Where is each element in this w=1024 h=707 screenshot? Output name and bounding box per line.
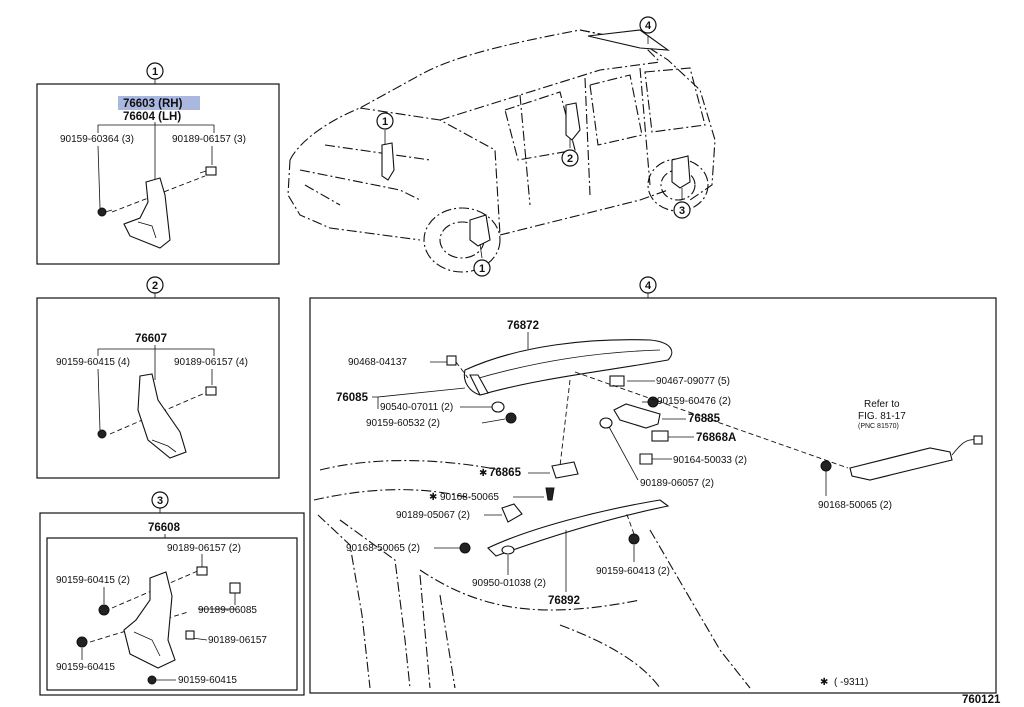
clip-icon: [205, 386, 217, 396]
car-spoiler: [587, 29, 670, 51]
footnote-range: ( -9311): [834, 677, 868, 688]
svg-text:3: 3: [157, 495, 163, 507]
stop-lamp: [849, 447, 953, 481]
refer-to-line1: Refer to: [864, 399, 900, 410]
part-90164-50033[interactable]: 90164-50033 (2): [673, 455, 747, 466]
part-90468-04137[interactable]: 90468-04137: [348, 357, 407, 368]
svg-text:2: 2: [152, 280, 158, 292]
clip-icon: [196, 566, 208, 576]
part-90189-06157-2[interactable]: 90189-06157 (2): [167, 543, 241, 554]
svg-text:4: 4: [645, 20, 652, 32]
part-90159-60415-bottom[interactable]: 90159-60415: [178, 675, 237, 686]
part-90159-60415[interactable]: 90159-60415 (4): [56, 357, 130, 368]
part-90189-05067[interactable]: 90189-05067 (2): [396, 510, 470, 521]
group-1-box: [36, 83, 280, 265]
part-76603[interactable]: 76603 (RH): [123, 98, 183, 110]
group-3-inner-box: [46, 537, 298, 691]
part-90467-09077[interactable]: 90467-09077 (5): [656, 376, 730, 387]
mudguard-3: [123, 571, 176, 669]
screw-icon: [505, 412, 517, 424]
screw-icon: [97, 207, 113, 217]
part-76865[interactable]: 76865: [489, 467, 522, 479]
group-2-header: 2: [146, 276, 164, 298]
group-3-header: 3: [151, 491, 169, 513]
mark-90168-50065: ✱: [429, 492, 437, 503]
part-90168-50065[interactable]: 90168-50065: [440, 492, 499, 503]
car-callout-1b: 1: [473, 259, 491, 277]
screw-icon: [647, 396, 659, 408]
bracket-76885: [613, 403, 661, 429]
clip-icon: [229, 582, 241, 605]
svg-text:1: 1: [152, 66, 158, 78]
part-90189-06157-lower[interactable]: 90189-06157: [208, 635, 267, 646]
part-90159-60415-left[interactable]: 90159-60415: [56, 662, 115, 673]
car-mudguard-rear-lh: [565, 102, 581, 141]
part-90159-60532[interactable]: 90159-60532 (2): [366, 418, 440, 429]
car-illustration: [287, 29, 716, 273]
svg-text:3: 3: [679, 205, 685, 217]
clip-icon: [199, 166, 217, 176]
group-2-box: [36, 297, 280, 479]
part-90159-60415-2[interactable]: 90159-60415 (2): [56, 575, 130, 586]
part-90540-07011[interactable]: 90540-07011 (2): [380, 402, 453, 413]
mark-76865: ✱: [479, 468, 487, 479]
mudguard-2: [137, 373, 187, 459]
refer-fig-81-17[interactable]: FIG. 81-17: [858, 411, 906, 422]
nut-icon: [459, 542, 471, 554]
svg-text:2: 2: [567, 153, 573, 165]
spoiler-76872: [463, 339, 673, 396]
part-90168-50065-left[interactable]: 90168-50065 (2): [346, 543, 420, 554]
svg-text:4: 4: [645, 280, 652, 292]
part-90159-60476[interactable]: 90159-60476 (2): [657, 396, 731, 407]
car-callout-4: 4: [639, 16, 657, 34]
part-90159-60413[interactable]: 90159-60413 (2): [596, 566, 670, 577]
group-1-header: 1: [146, 62, 164, 84]
part-90159-60364[interactable]: 90159-60364 (3): [60, 134, 134, 145]
nut-icon: [820, 460, 832, 472]
car-callout-3: 3: [673, 201, 691, 219]
part-90189-06157-4[interactable]: 90189-06157 (4): [174, 357, 248, 368]
screw-icon: [147, 675, 157, 685]
part-90950-01038[interactable]: 90950-01038 (2): [472, 578, 546, 589]
group-3-outer-box: [39, 512, 305, 696]
part-90189-06157[interactable]: 90189-06157 (3): [172, 134, 246, 145]
car-callout-1a: 1: [376, 112, 394, 130]
part-76892[interactable]: 76892: [548, 595, 580, 607]
group-4-box: [309, 297, 997, 694]
grommet-icon: [501, 545, 515, 555]
part-76885[interactable]: 76885: [688, 413, 721, 425]
refer-pnc-81570: (PNC 81570): [858, 423, 899, 430]
diagram-id: 760121: [962, 694, 1001, 706]
part-highlight: [118, 96, 200, 110]
screw-icon: [97, 429, 107, 439]
part-76868A[interactable]: 76868A: [696, 432, 736, 444]
svg-text:1: 1: [479, 263, 485, 275]
footnote-mark: ✱: [820, 677, 828, 688]
car-mudguard-rear: [671, 155, 691, 189]
part-76608[interactable]: 76608: [148, 522, 181, 534]
svg-text:1: 1: [382, 116, 388, 128]
car-callout-2: 2: [561, 149, 579, 167]
part-90189-06085[interactable]: 90189-06085: [198, 605, 257, 616]
part-76604[interactable]: 76604 (LH): [123, 111, 181, 123]
part-90189-06057[interactable]: 90189-06057 (2): [640, 478, 714, 489]
part-90168-50065-right[interactable]: 90168-50065 (2): [818, 500, 892, 511]
spoiler-base-76892: [487, 499, 670, 557]
part-76085[interactable]: 76085: [336, 392, 369, 404]
nut-icon: [545, 487, 555, 501]
clip-icon: [185, 630, 195, 640]
part-76607[interactable]: 76607: [135, 333, 167, 345]
part-76872[interactable]: 76872: [507, 320, 539, 332]
screw-icon: [98, 604, 110, 616]
car-mudguard-front: [469, 214, 491, 247]
screw-icon: [76, 636, 88, 648]
mudguard-1: [123, 177, 171, 249]
screw-icon: [628, 533, 640, 545]
car-mudguard-front-rh: [381, 142, 395, 181]
group-4-header: 4: [639, 276, 657, 298]
